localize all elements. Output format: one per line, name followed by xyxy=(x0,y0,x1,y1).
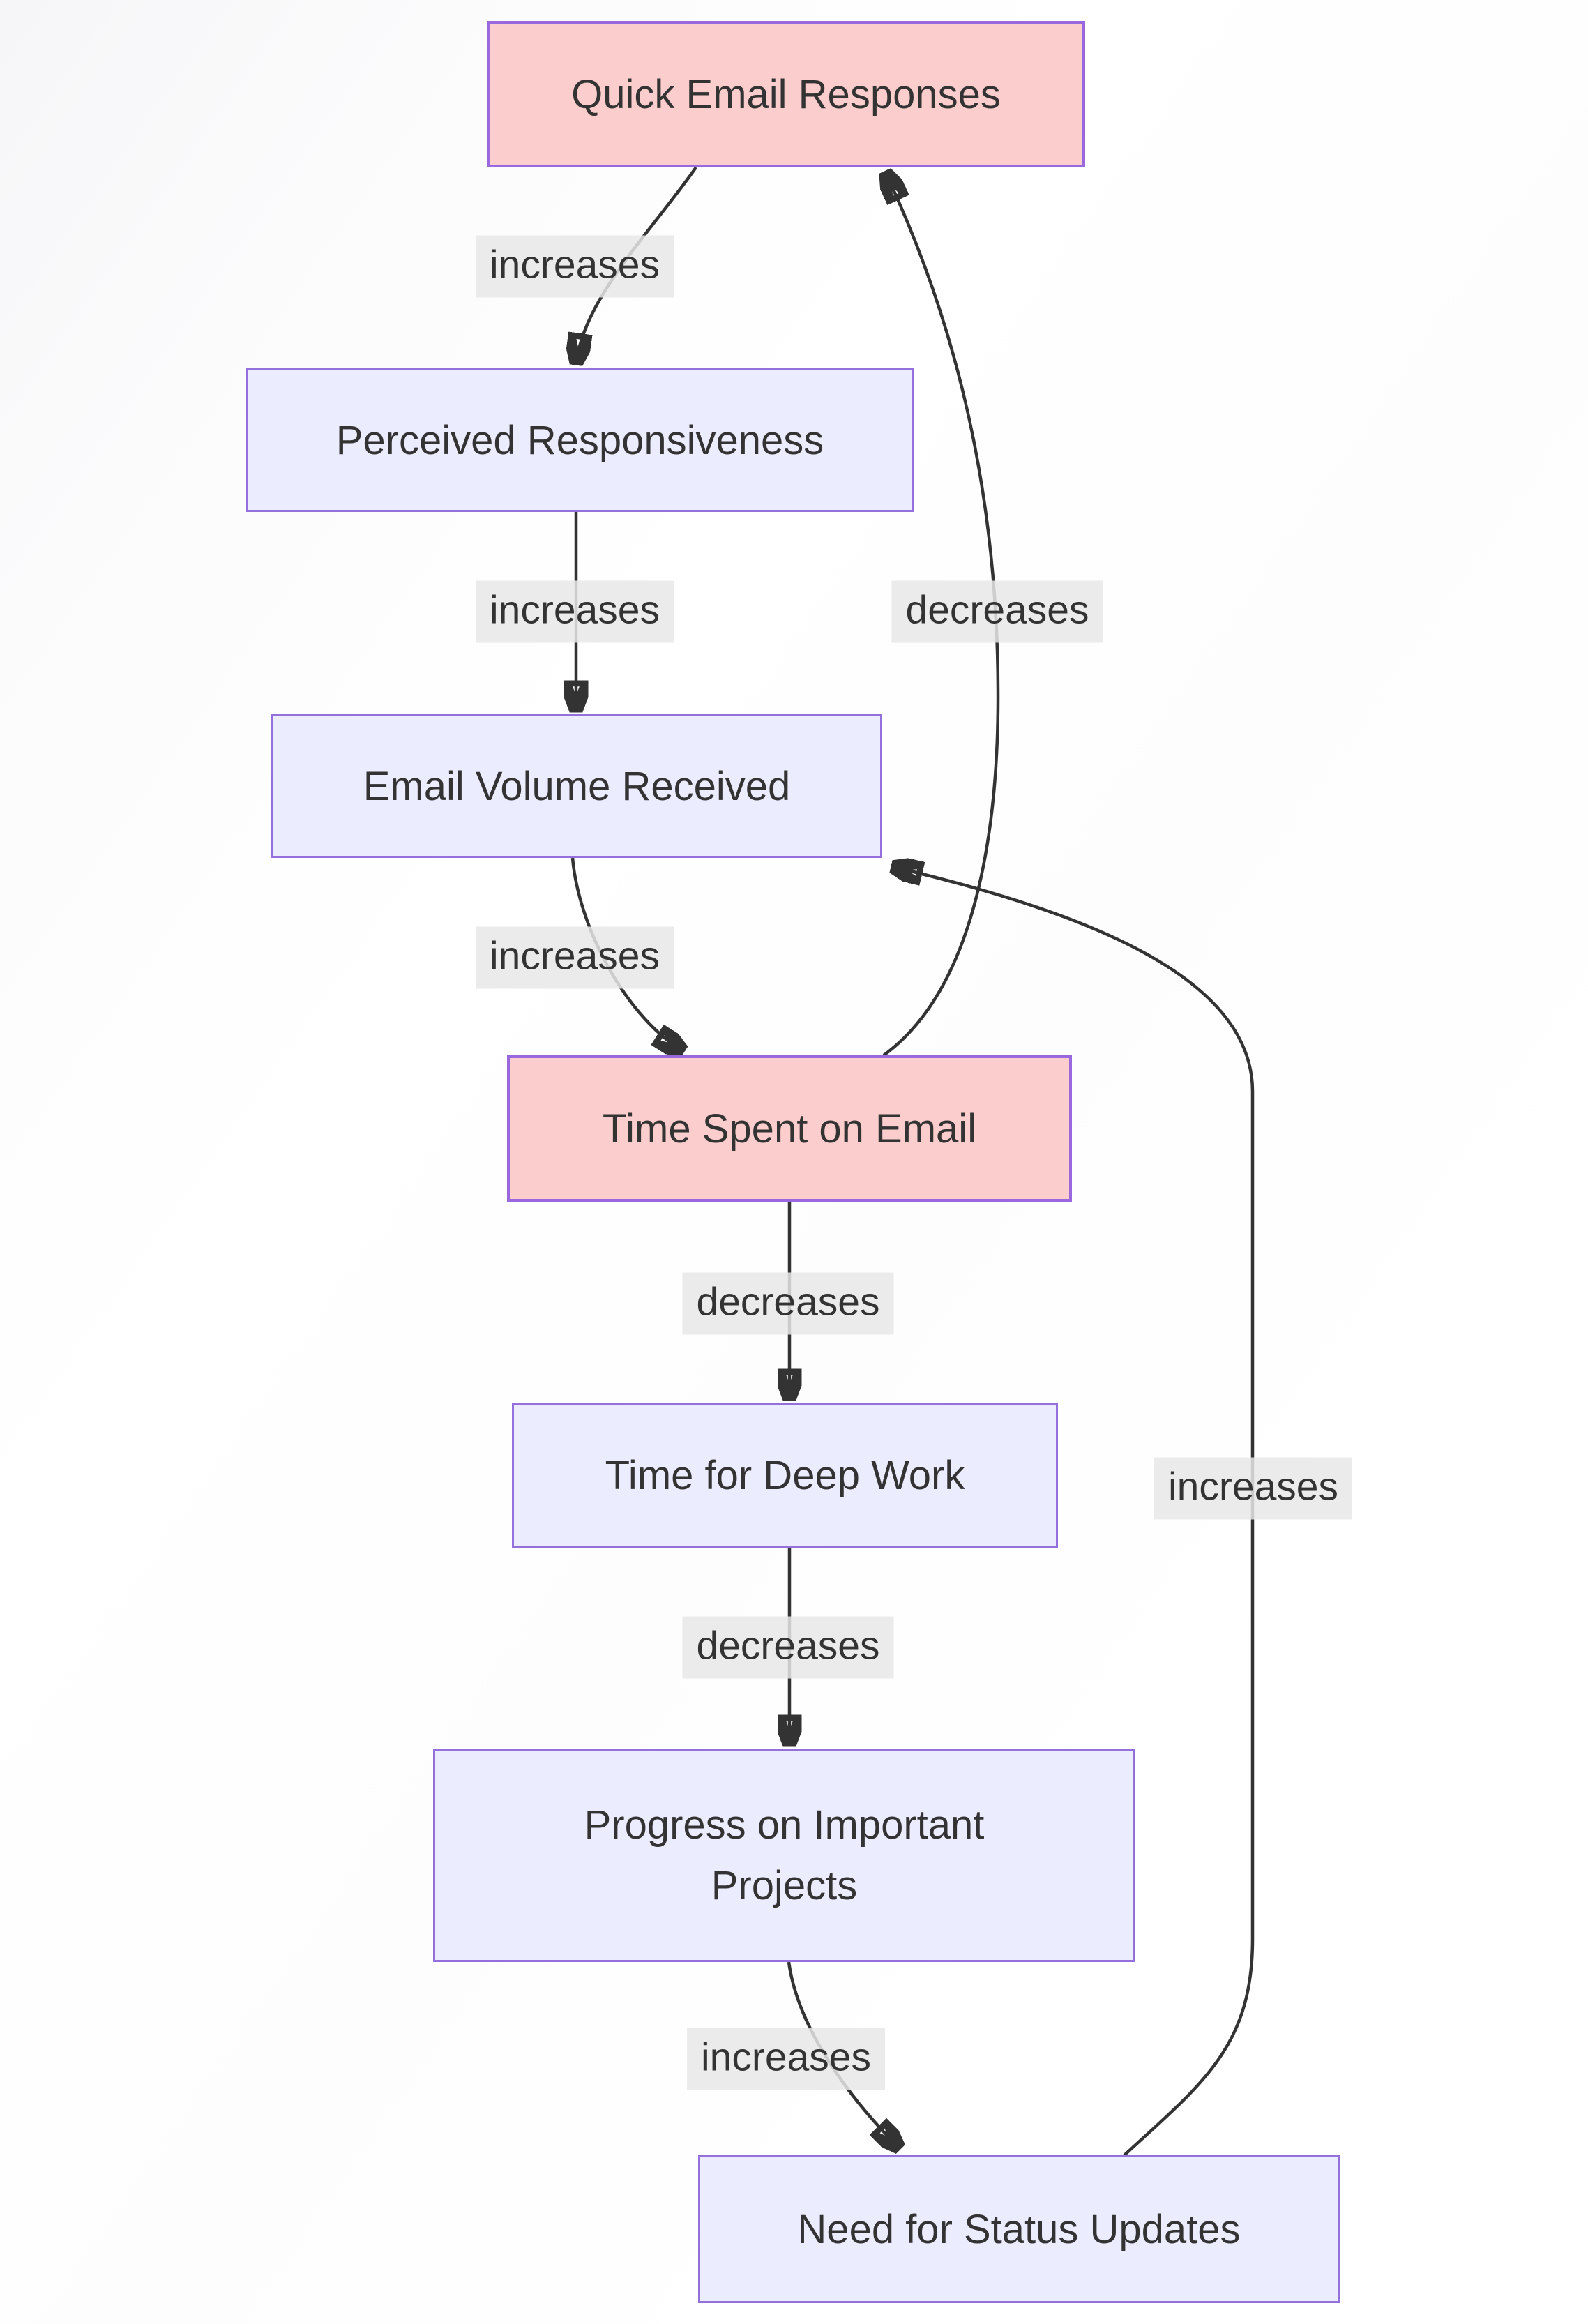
node-label: Email Volume Received xyxy=(363,763,791,809)
node-label: Time Spent on Email xyxy=(602,1106,977,1152)
edge-label-deepwork-to-progress: decreases xyxy=(682,1616,894,1679)
edge-label-progress-to-status: increases xyxy=(687,2028,885,2090)
node-progress-on-important-projects: Progress on Important Projects xyxy=(433,1749,1135,1962)
edge-label-quick-to-perceived: increases xyxy=(476,235,674,298)
node-label: Need for Status Updates xyxy=(797,2206,1241,2252)
edge-label-volume-to-time: increases xyxy=(476,926,674,989)
node-need-for-status-updates: Need for Status Updates xyxy=(698,2155,1340,2303)
edge-status-updates-to-email-volume xyxy=(896,868,1255,2157)
edge-label-time-to-quick: decreases xyxy=(891,580,1103,643)
node-time-for-deep-work: Time for Deep Work xyxy=(512,1403,1058,1548)
node-perceived-responsiveness: Perceived Responsiveness xyxy=(246,368,914,512)
node-quick-email-responses: Quick Email Responses xyxy=(487,21,1085,167)
edge-label-status-to-volume: increases xyxy=(1154,1457,1352,1520)
node-label: Progress on Important Projects xyxy=(584,1802,985,1908)
node-label: Perceived Responsiveness xyxy=(335,417,824,463)
node-label: Quick Email Responses xyxy=(571,71,1001,117)
edge-label-time-to-deepwork: decreases xyxy=(682,1272,894,1335)
node-email-volume-received: Email Volume Received xyxy=(271,714,882,858)
edge-time-on-email-to-quick-email xyxy=(884,176,1000,1057)
node-time-spent-on-email: Time Spent on Email xyxy=(507,1055,1072,1202)
node-label: Time for Deep Work xyxy=(605,1452,965,1498)
edge-label-perceived-to-volume: increases xyxy=(476,580,674,643)
